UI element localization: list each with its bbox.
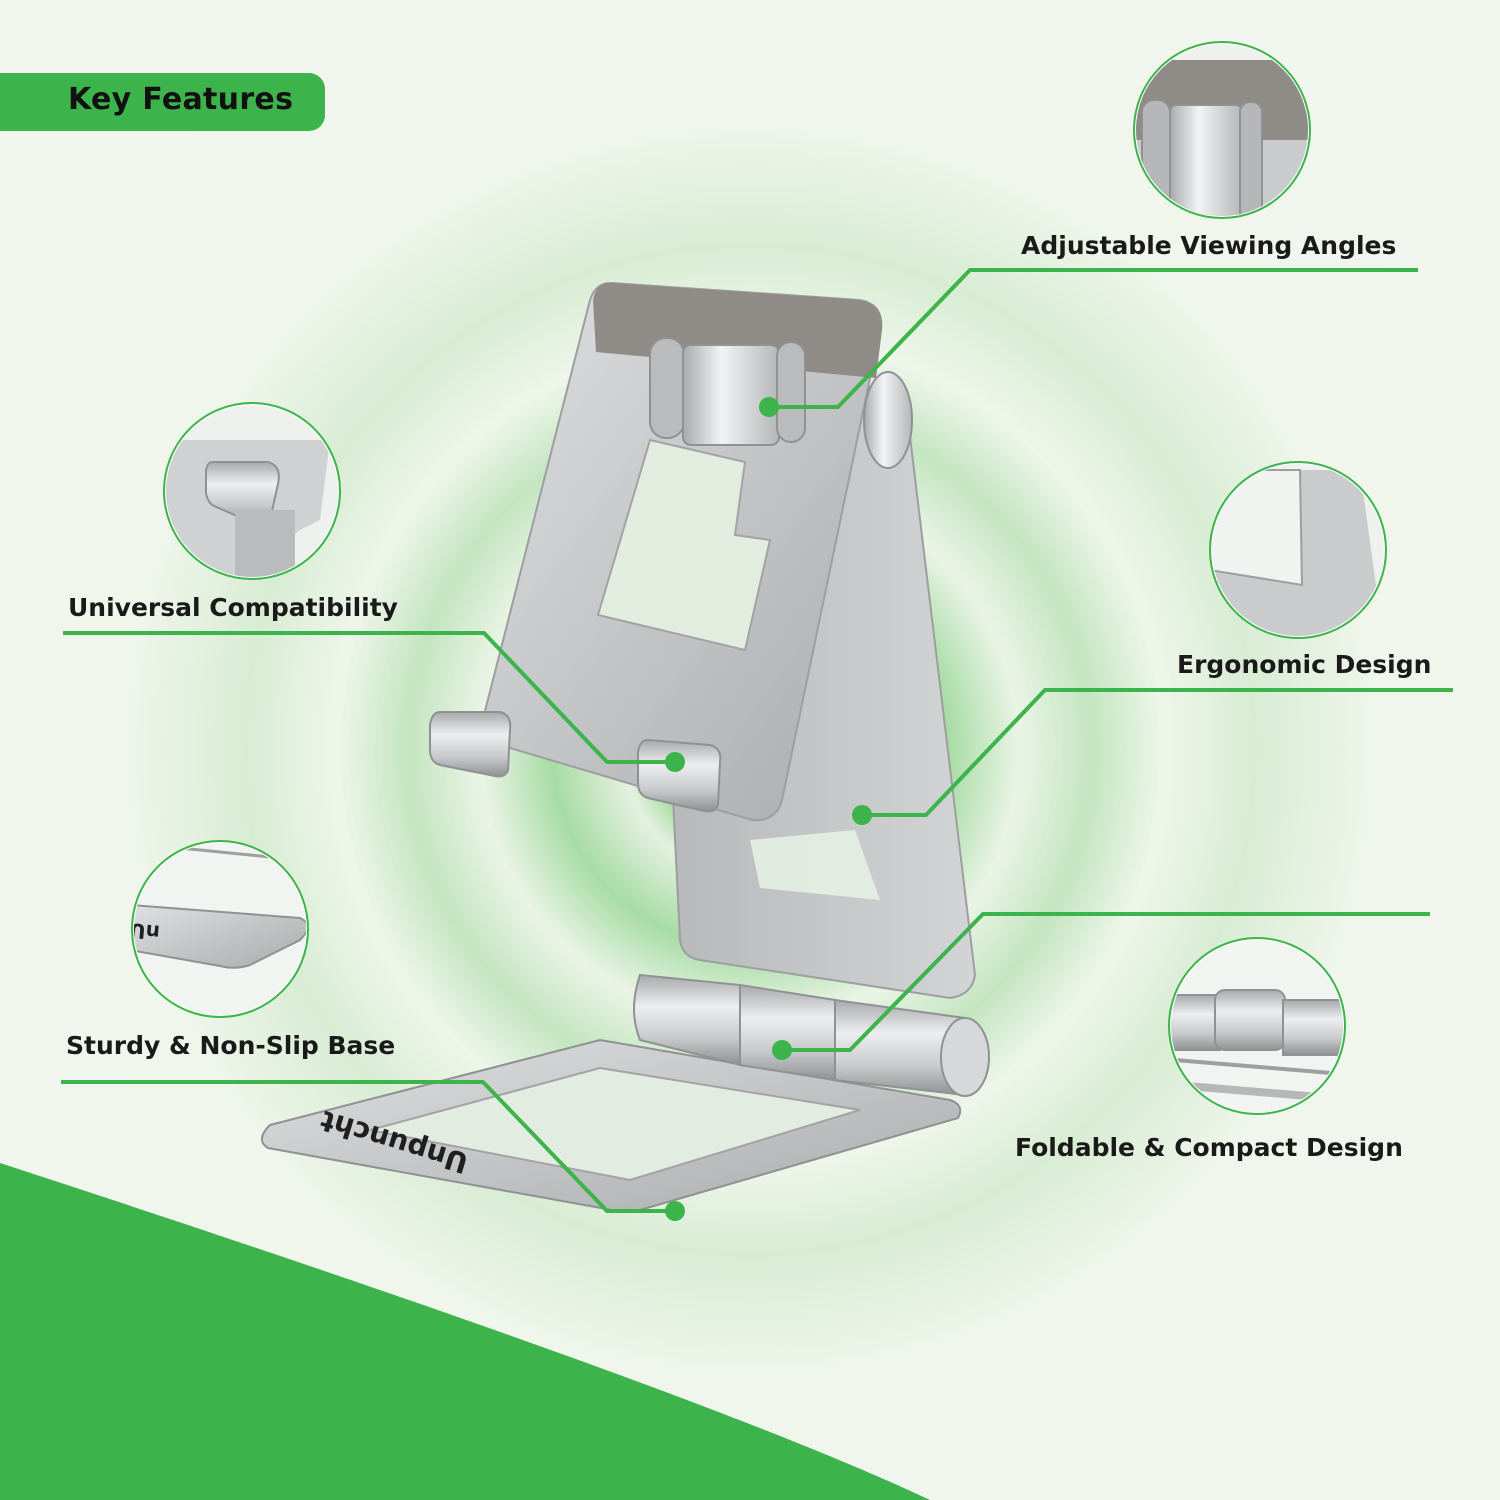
detail-circle-universal (163, 402, 341, 580)
callout-dot-ergonomic (852, 805, 872, 825)
callout-dot-sturdy (665, 1201, 685, 1221)
detail-circle-foldable (1168, 937, 1346, 1115)
callout-dot-universal (665, 752, 685, 772)
callout-line-foldable (783, 912, 1430, 1052)
feature-label-sturdy: Sturdy & Non-Slip Base (66, 1031, 396, 1060)
callout-dot-foldable (772, 1040, 792, 1060)
feature-label-universal: Universal Compatibility (68, 593, 398, 622)
callout-lines (61, 268, 1453, 1213)
svg-text:nU: nU (128, 918, 160, 945)
header-pill (0, 73, 325, 131)
callout-line-adjustable (770, 268, 1418, 409)
callout-dot-adjustable (759, 397, 779, 417)
left-phone-lip (429, 711, 512, 778)
base-plate-window (369, 1066, 861, 1182)
callout-line-universal (63, 631, 675, 764)
phone-stand-product: Unpuncht (261, 281, 990, 1213)
top-hinge-center (682, 344, 780, 446)
detail-circle-adjustable (1133, 41, 1311, 219)
bottom-hinge-barrel (633, 973, 990, 1097)
callout-line-sturdy (61, 1080, 675, 1213)
detail-circle-ergonomic (1209, 461, 1387, 639)
corner-green-swoosh (0, 1163, 930, 1500)
front-plate-window (596, 438, 772, 652)
feature-label-adjustable: Adjustable Viewing Angles (1021, 231, 1397, 260)
top-hinge-right-knuckle (776, 341, 806, 443)
right-phone-lip (637, 738, 722, 813)
rear-leg-cutout (750, 830, 880, 900)
callout-dots (665, 397, 872, 1221)
detail-circle-sturdy: nU (128, 840, 309, 1018)
top-hinge-left-knuckle (649, 337, 685, 439)
pivot-cap (863, 371, 913, 469)
feature-label-ergonomic: Ergonomic Design (1177, 650, 1432, 679)
page-title: Key Features (68, 82, 294, 117)
callout-line-ergonomic (862, 688, 1453, 817)
feature-label-foldable: Foldable & Compact Design (1015, 1133, 1403, 1162)
